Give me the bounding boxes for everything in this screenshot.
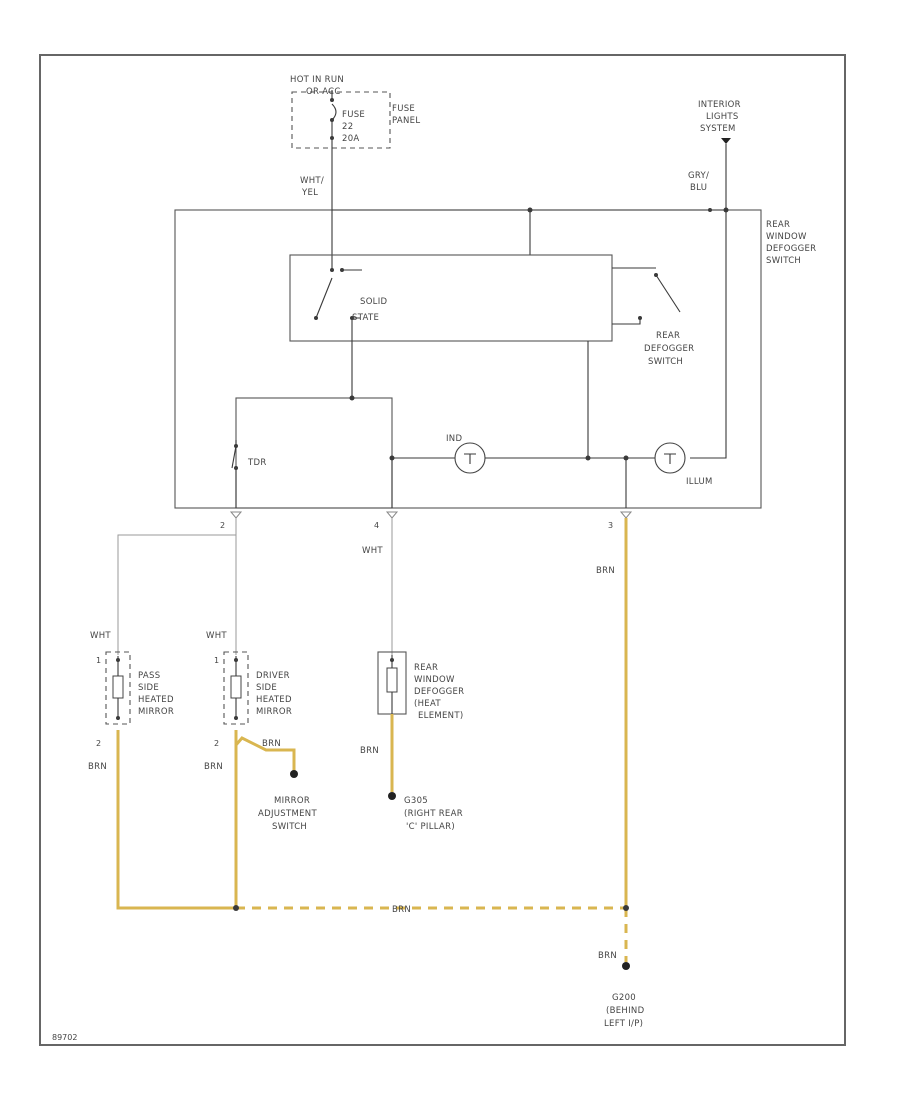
- fuse-panel-label: FUSE: [392, 104, 415, 114]
- brn-wire-label-element: BRN: [360, 746, 379, 756]
- brn-wire-label-adj: BRN: [262, 739, 281, 749]
- rear-element-label-5: ELEMENT): [418, 711, 463, 721]
- rear-window-heat-element: REAR WINDOW DEFOGGER (HEAT ELEMENT): [377, 651, 464, 721]
- gry-blu-wire-label: GRY/: [688, 171, 709, 181]
- brn-wire-label-g200: BRN: [598, 951, 617, 961]
- wht-yel-wire-label-2: YEL: [301, 188, 318, 198]
- driver-mirror-pin-top: 1: [214, 656, 219, 665]
- driver-side-heated-mirror: DRIVER SIDE HEATED MIRROR 1 2: [214, 651, 292, 748]
- driver-mirror-label: DRIVER: [256, 671, 290, 681]
- mirror-adjustment-connector: [290, 770, 298, 778]
- interior-lights-connector: [721, 138, 731, 144]
- rear-defogger-label: REAR: [656, 331, 680, 341]
- rear-window-label-2: WINDOW: [766, 232, 807, 242]
- driver-mirror-label-2: SIDE: [256, 683, 277, 693]
- footer-code: 89702: [52, 1033, 77, 1042]
- rear-element-label-3: DEFOGGER: [414, 687, 464, 697]
- tdr-label: TDR: [247, 458, 267, 468]
- rear-window-defogger-switch: REAR WINDOW DEFOGGER SWITCH SOLID STATE …: [174, 178, 816, 530]
- pass-mirror-pin-bottom: 2: [96, 739, 101, 748]
- g305-label: G305: [404, 796, 428, 806]
- driver-mirror-label-4: MIRROR: [256, 707, 292, 717]
- brn-wire-label-bus: BRN: [392, 905, 411, 915]
- rear-element-label-4: (HEAT: [414, 699, 441, 709]
- driver-mirror-pin-bottom: 2: [214, 739, 219, 748]
- interior-lights-label-2: LIGHTS: [706, 112, 739, 122]
- g305-ground-icon: [388, 792, 396, 800]
- solid-state-label: SOLID: [360, 297, 388, 307]
- pass-mirror-label-2: SIDE: [138, 683, 159, 693]
- rear-window-label: REAR: [766, 220, 790, 230]
- solid-state-module: [289, 254, 613, 342]
- pass-mirror-label-3: HEATED: [138, 695, 174, 705]
- rear-element-label: REAR: [414, 663, 438, 673]
- pass-mirror-label-4: MIRROR: [138, 707, 174, 717]
- wht-wire-label-pass: WHT: [90, 631, 111, 641]
- pass-side-heated-mirror: PASS SIDE HEATED MIRROR 1 2: [96, 651, 174, 748]
- rear-window-label-4: SWITCH: [766, 256, 801, 266]
- rear-defogger-label-3: SWITCH: [648, 357, 683, 367]
- fuse-label: FUSE: [342, 110, 365, 120]
- pin-mid-label: 4: [374, 521, 379, 530]
- hot-in-run-label-2: OR ACC: [306, 87, 341, 97]
- g200-label: G200: [612, 993, 636, 1003]
- interior-lights-label-3: SYSTEM: [700, 124, 736, 134]
- mirror-adjust-label: MIRROR: [274, 796, 310, 806]
- pass-mirror-pin-top: 1: [96, 656, 101, 665]
- mirror-adjust-label-2: ADJUSTMENT: [258, 809, 317, 819]
- mirror-adjust-label-3: SWITCH: [272, 822, 307, 832]
- brn-wire-label-drv: BRN: [204, 762, 223, 772]
- driver-mirror-label-3: HEATED: [256, 695, 292, 705]
- illum-label: ILLUM: [686, 477, 713, 487]
- g200-label-3: LEFT I/P): [604, 1019, 643, 1029]
- pin-left-label: 2: [220, 521, 225, 530]
- rear-window-label-3: DEFOGGER: [766, 244, 816, 254]
- gry-blu-wire-label-2: BLU: [690, 183, 707, 193]
- solid-state-label-2: STATE: [352, 313, 379, 323]
- g305-label-2: (RIGHT REAR: [404, 809, 463, 819]
- wht-wire-label-mid: WHT: [362, 546, 383, 556]
- brn-wire-label-pass: BRN: [88, 762, 107, 772]
- fuse-panel-label-2: PANEL: [392, 116, 420, 126]
- fuse-panel: HOT IN RUN OR ACC FUSE 22 20A FUSE PANEL: [290, 75, 420, 178]
- interior-lights-label: INTERIOR: [698, 100, 741, 110]
- page-frame: [39, 54, 846, 1046]
- g305-label-3: 'C' PILLAR): [406, 822, 455, 832]
- brn-wire-label-right: BRN: [596, 566, 615, 576]
- g200-label-2: (BEHIND: [606, 1006, 645, 1016]
- interior-lights-system: INTERIOR LIGHTS SYSTEM GRY/ BLU: [688, 100, 741, 210]
- hot-in-run-label: HOT IN RUN: [290, 75, 344, 85]
- tdr-relay-box: [235, 397, 393, 509]
- rear-element-label-2: WINDOW: [414, 675, 455, 685]
- rear-defogger-label-2: DEFOGGER: [644, 344, 694, 354]
- wht-wire-label-drv: WHT: [206, 631, 227, 641]
- g200-ground-icon: [622, 962, 630, 970]
- pin-right-label: 3: [608, 521, 613, 530]
- fuse-number-label: 22: [342, 122, 353, 132]
- wht-yel-wire-label: WHT/: [300, 176, 324, 186]
- fuse-amp-label: 20A: [342, 134, 360, 144]
- pass-mirror-label: PASS: [138, 671, 160, 681]
- ind-label: IND: [446, 434, 462, 444]
